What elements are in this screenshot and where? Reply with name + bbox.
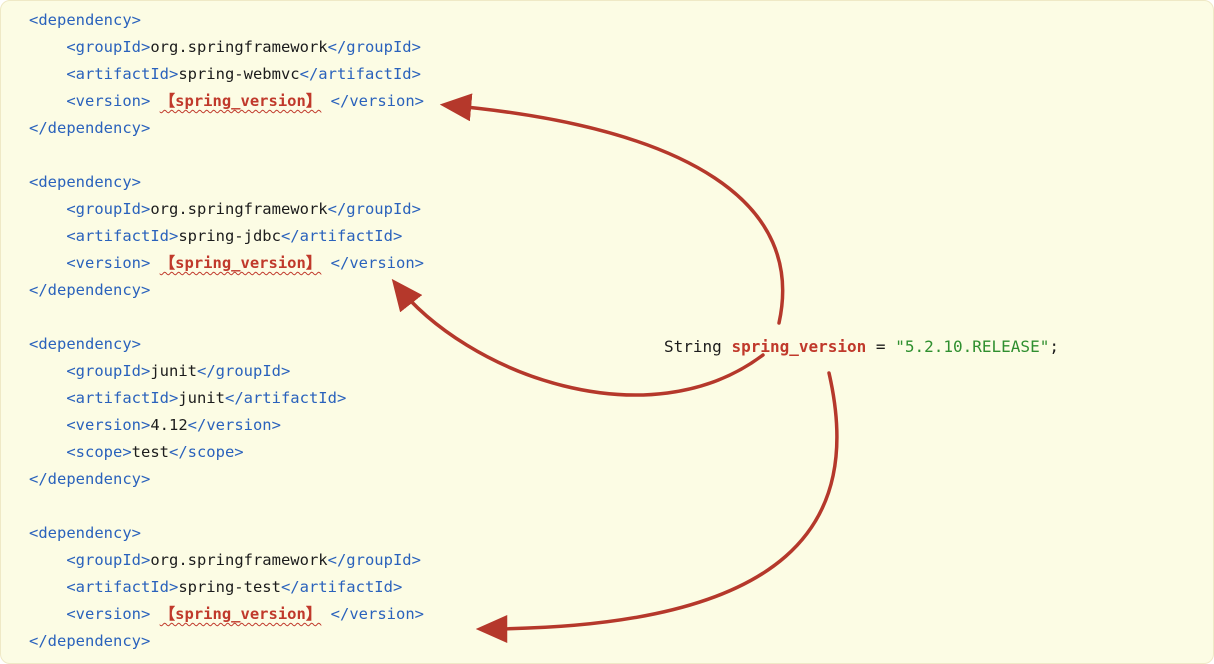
code-line <box>29 142 424 169</box>
code-token-plain <box>321 605 330 623</box>
code-token-tag: <version> <box>66 254 151 272</box>
code-token-tag: </scope> <box>168 443 244 461</box>
code-token-tag: </version> <box>330 254 424 272</box>
code-token-plain <box>29 605 66 623</box>
code-token-tag: </version> <box>330 605 424 623</box>
string-literal: "5.2.10.RELEASE" <box>895 337 1050 356</box>
code-token-plain <box>29 362 66 380</box>
code-token-plain <box>29 443 66 461</box>
code-token-plain: 4.12 <box>150 416 188 434</box>
code-token-tag: <artifactId> <box>66 578 179 596</box>
code-token-plain <box>29 38 66 56</box>
code-token-plain <box>29 65 66 83</box>
spring-version-placeholder: 【spring_version】 <box>159 92 322 110</box>
code-token-plain <box>150 605 159 623</box>
code-token-plain <box>29 92 66 110</box>
code-line: <artifactId>spring-test</artifactId> <box>29 574 424 601</box>
annotation-text: String spring_version = "5.2.10.RELEASE"… <box>664 333 1059 360</box>
code-line: <dependency> <box>29 331 424 358</box>
code-token-tag: <dependency> <box>29 335 141 353</box>
code-line: <groupId>org.springframework</groupId> <box>29 34 424 61</box>
code-token-tag: <scope> <box>66 443 132 461</box>
code-token-tag: </artifactId> <box>224 389 347 407</box>
code-line: <groupId>org.springframework</groupId> <box>29 547 424 574</box>
code-token-tag: </version> <box>330 92 424 110</box>
code-block: <dependency> <groupId>org.springframewor… <box>29 7 424 655</box>
code-token-tag: <artifactId> <box>66 65 179 83</box>
arrow-to-spring-webmvc-version <box>439 93 785 325</box>
spring-version-placeholder: 【spring_version】 <box>159 254 322 272</box>
code-line: <version> 【spring_version】 </version> <box>29 250 424 277</box>
code-token-tag: </artifactId> <box>280 227 403 245</box>
code-token-plain <box>29 389 66 407</box>
code-token-plain: spring-jdbc <box>178 227 281 245</box>
code-token-tag: </dependency> <box>29 632 151 650</box>
code-token-tag: <artifactId> <box>66 227 179 245</box>
code-token-plain: org.springframework <box>150 38 328 56</box>
code-token-plain: test <box>131 443 169 461</box>
code-token-plain: org.springframework <box>150 551 328 569</box>
code-line: <groupId>org.springframework</groupId> <box>29 196 424 223</box>
code-line: <scope>test</scope> <box>29 439 424 466</box>
code-token-plain <box>29 200 66 218</box>
code-line: <groupId>junit</groupId> <box>29 358 424 385</box>
code-token-tag: </artifactId> <box>299 65 421 83</box>
code-token-tag: <groupId> <box>66 551 151 569</box>
code-line: </dependency> <box>29 466 424 493</box>
code-line: </dependency> <box>29 115 424 142</box>
code-line: <version>4.12</version> <box>29 412 424 439</box>
code-token-plain <box>29 254 66 272</box>
code-token-plain: String <box>664 337 732 356</box>
code-token-tag: </groupId> <box>197 362 291 380</box>
code-line: <version> 【spring_version】 </version> <box>29 601 424 628</box>
code-token-plain: junit <box>150 362 197 380</box>
code-line: <artifactId>spring-jdbc</artifactId> <box>29 223 424 250</box>
code-token-tag: <artifactId> <box>66 389 179 407</box>
code-line: <version> 【spring_version】 </version> <box>29 88 424 115</box>
code-line: <dependency> <box>29 520 424 547</box>
code-line <box>29 493 424 520</box>
code-token-tag: </groupId> <box>327 200 421 218</box>
code-token-tag: </artifactId> <box>280 578 403 596</box>
code-token-plain <box>29 227 66 245</box>
code-token-plain: org.springframework <box>150 200 328 218</box>
code-token-tag: </dependency> <box>29 470 151 488</box>
code-line: </dependency> <box>29 277 424 304</box>
code-token-plain: = <box>866 337 896 356</box>
code-token-plain <box>29 578 66 596</box>
code-line: <artifactId>junit</artifactId> <box>29 385 424 412</box>
code-token-plain <box>29 551 66 569</box>
code-token-plain <box>29 416 66 434</box>
code-line: <dependency> <box>29 7 424 34</box>
code-token-tag: </dependency> <box>29 281 151 299</box>
code-token-plain <box>321 254 330 272</box>
code-token-tag: <dependency> <box>29 524 141 542</box>
code-token-plain <box>321 92 330 110</box>
code-token-tag: <groupId> <box>66 200 151 218</box>
code-token-tag: </groupId> <box>327 551 421 569</box>
code-token-tag: <version> <box>66 605 151 623</box>
code-token-tag: </version> <box>187 416 281 434</box>
code-token-plain: junit <box>178 389 225 407</box>
code-token-tag: <groupId> <box>66 362 151 380</box>
code-line: </dependency> <box>29 628 424 655</box>
code-token-plain: spring-test <box>178 578 281 596</box>
code-line: <artifactId>spring-webmvc</artifactId> <box>29 61 424 88</box>
spring-version-variable: spring_version <box>731 337 867 356</box>
code-token-plain <box>150 254 159 272</box>
code-token-tag: <version> <box>66 92 151 110</box>
spring-version-placeholder: 【spring_version】 <box>159 605 322 623</box>
code-token-plain <box>150 92 159 110</box>
code-line <box>29 304 424 331</box>
code-token-tag: </groupId> <box>327 38 421 56</box>
code-token-plain: ; <box>1049 337 1059 356</box>
code-line: <dependency> <box>29 169 424 196</box>
arrow-to-spring-test-version <box>475 371 839 643</box>
code-token-plain: spring-webmvc <box>178 65 300 83</box>
code-token-tag: <version> <box>66 416 151 434</box>
code-token-tag: <groupId> <box>66 38 151 56</box>
code-token-tag: <dependency> <box>29 11 141 29</box>
code-token-tag: <dependency> <box>29 173 141 191</box>
code-token-tag: </dependency> <box>29 119 151 137</box>
